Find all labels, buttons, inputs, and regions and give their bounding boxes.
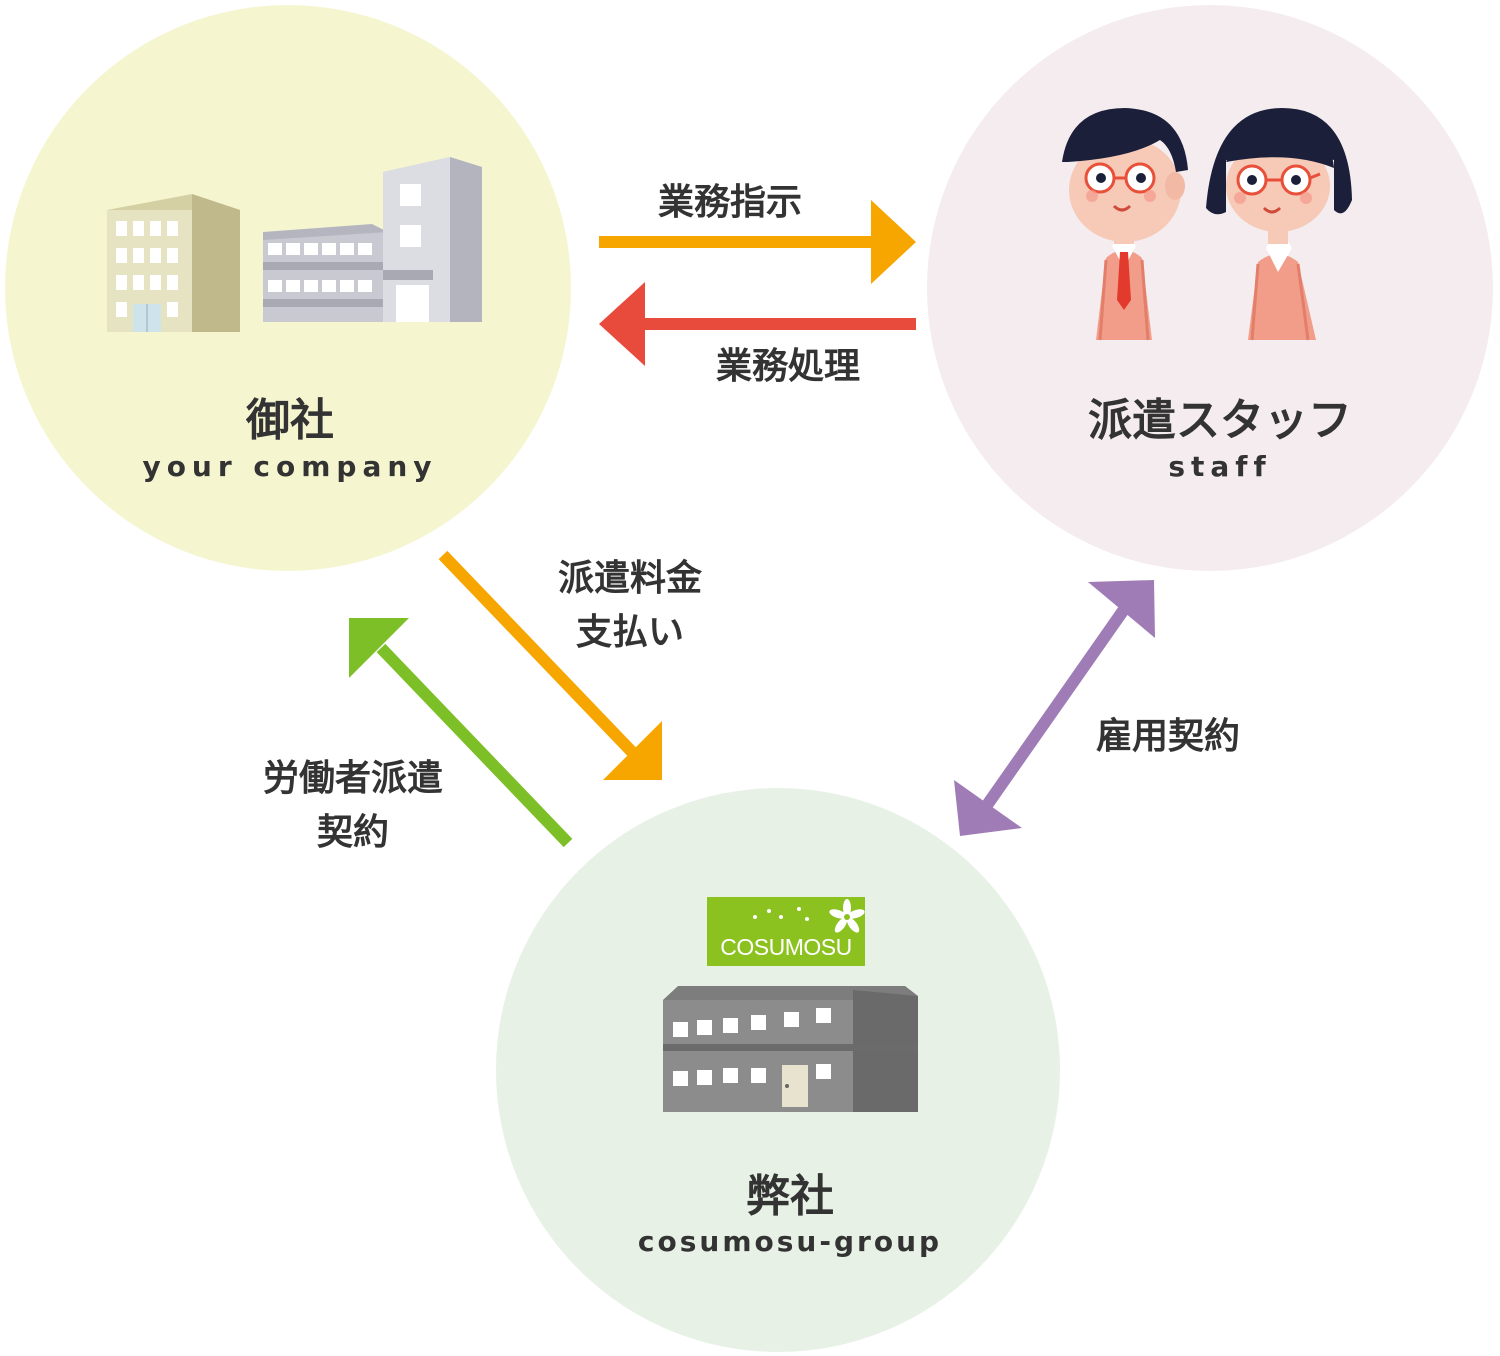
arrow-fee-payment xyxy=(438,550,662,780)
arrow-work-processing xyxy=(599,282,916,366)
logo-text: COSUMOSU xyxy=(720,934,852,960)
label-work-processing: 業務処理 xyxy=(715,346,860,387)
client-buildings-icon xyxy=(107,157,482,332)
arrow-work-instruction xyxy=(599,200,916,284)
client-subtitle: your company xyxy=(142,450,438,483)
cosumosu-logo: COSUMOSU xyxy=(707,897,865,966)
label-dispatch-contract-line1: 労働者派遣 xyxy=(262,758,443,799)
staff-node-circle xyxy=(927,5,1493,571)
arrow-employment-contract xyxy=(954,580,1155,836)
label-fee-payment: 派遣料金 支払い xyxy=(520,552,740,660)
label-fee-payment-line2: 支払い xyxy=(575,612,684,653)
label-employment-contract: 雇用契約 xyxy=(1095,716,1240,757)
staff-subtitle: staff xyxy=(1168,450,1272,483)
label-fee-payment-line1: 派遣料金 xyxy=(557,558,702,599)
arrow-dispatch-contract xyxy=(349,618,573,848)
cosmos-flower-icon xyxy=(753,899,865,933)
label-dispatch-contract-line2: 契約 xyxy=(316,812,389,853)
staff-people-icon xyxy=(1062,108,1352,341)
agency-building-icon xyxy=(663,986,918,1112)
agency-subtitle: cosumosu-group xyxy=(637,1225,943,1258)
label-dispatch-contract: 労働者派遣 契約 xyxy=(228,752,478,860)
staff-title: 派遣スタッフ xyxy=(1088,395,1352,446)
client-title: 御社 xyxy=(246,395,334,446)
label-work-instruction: 業務指示 xyxy=(657,182,802,223)
agency-title: 弊社 xyxy=(746,1171,834,1222)
